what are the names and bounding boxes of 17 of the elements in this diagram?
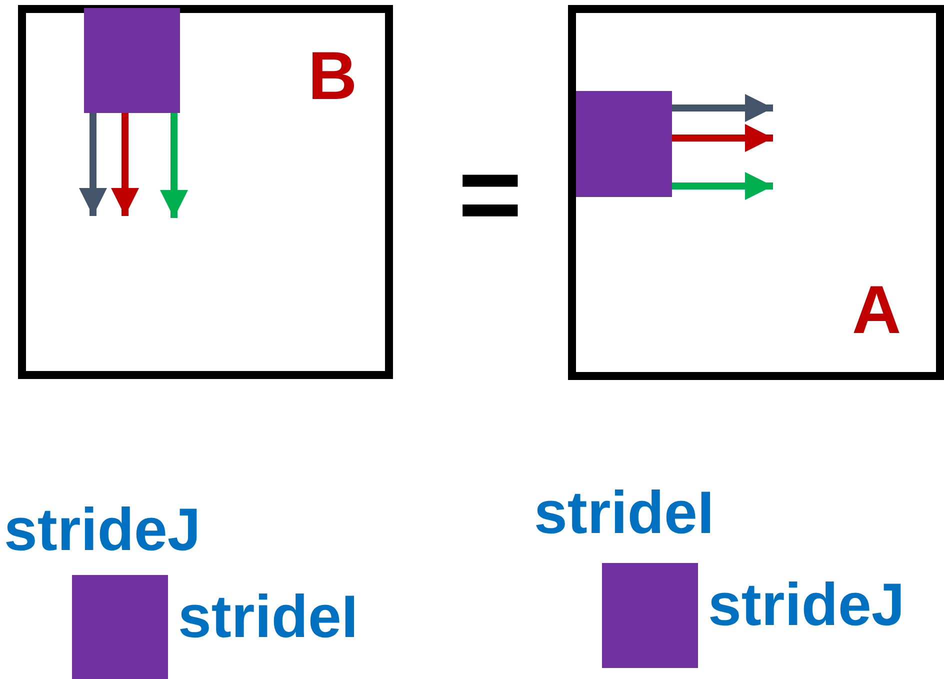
arrow [79,113,107,216]
arrow [111,113,139,216]
matrix-frame [568,5,944,380]
matrix-frame [18,5,393,379]
stride-label: strideJ [708,575,905,635]
arrow [160,113,188,218]
arrow [672,124,773,152]
matrix-label: B [308,42,358,110]
arrow [672,172,773,200]
equals-sign: = [458,140,522,250]
matrix-label: A [852,276,902,344]
element-block [576,91,672,197]
stride-label: strideI [534,483,714,543]
stride-label: strideI [178,587,358,647]
stride-label: strideJ [4,500,201,560]
arrow [672,94,773,122]
element-block [84,8,180,113]
